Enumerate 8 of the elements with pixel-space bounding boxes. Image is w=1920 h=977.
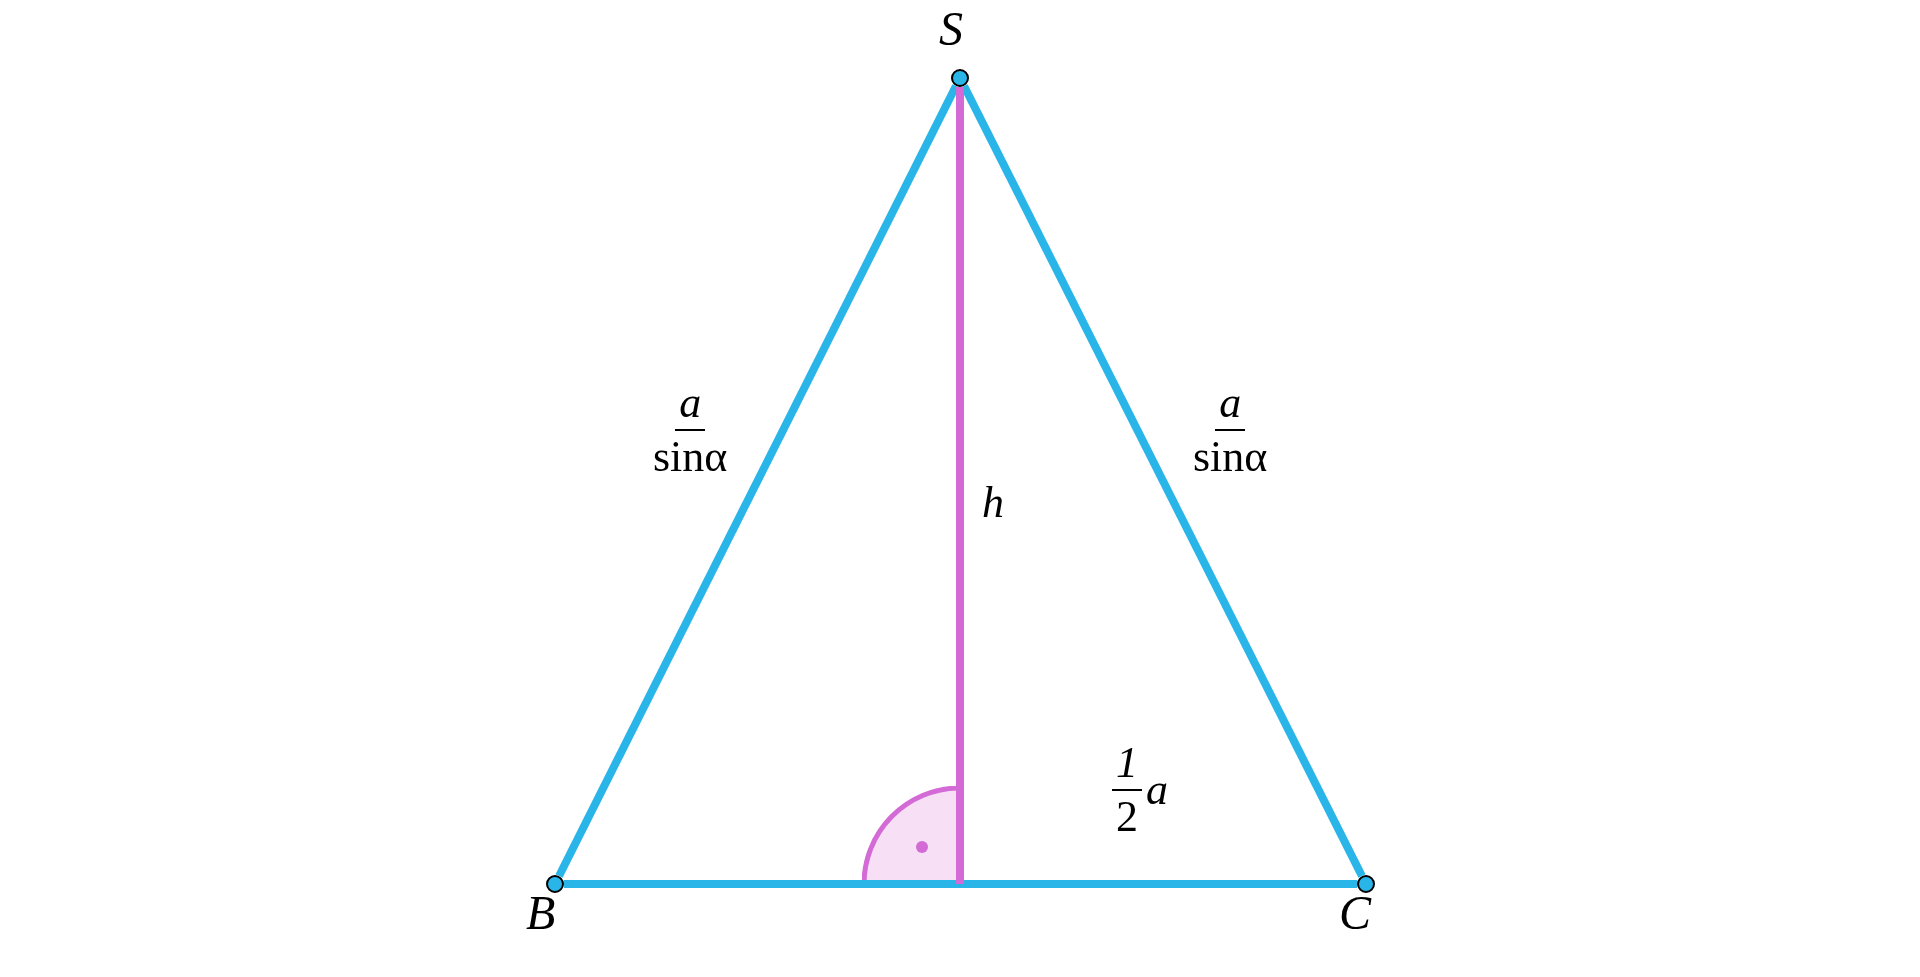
edge-label: a sinα xyxy=(1192,381,1269,479)
triangle-side xyxy=(564,880,1357,888)
vertex-label: S xyxy=(939,5,963,53)
edge-label: h xyxy=(982,481,1004,525)
edge-label: a sinα xyxy=(652,381,729,479)
height-line xyxy=(956,87,964,884)
vertex-label: C xyxy=(1339,889,1371,937)
vertex-label: B xyxy=(526,889,556,937)
